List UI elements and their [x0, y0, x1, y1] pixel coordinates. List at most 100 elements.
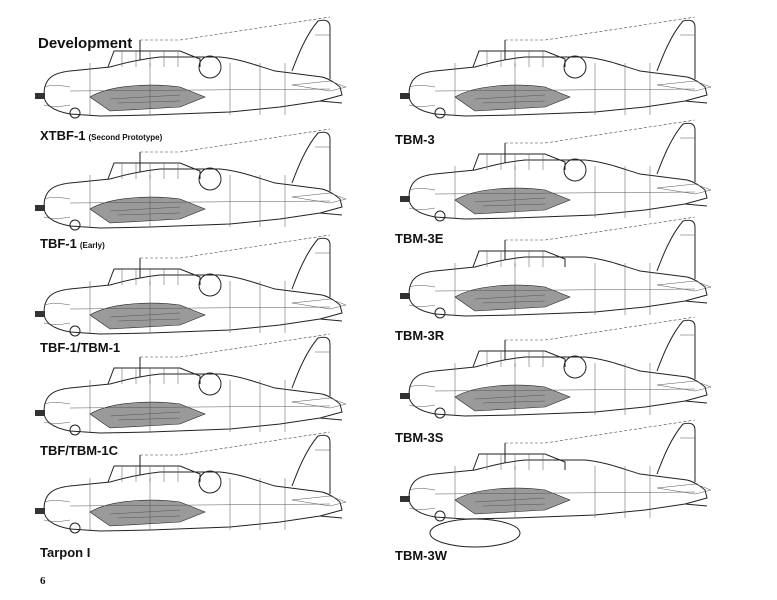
- aircraft-label: TBM-3: [395, 132, 435, 147]
- wing: [89, 499, 206, 527]
- fuselage-outline: [43, 274, 343, 335]
- aircraft-label: XTBF-1(Second Prototype): [40, 128, 162, 143]
- engine-cowling: [43, 500, 71, 522]
- page-number: 6: [40, 575, 46, 587]
- propeller-spinner: [35, 410, 45, 416]
- wing: [454, 187, 571, 215]
- wing-detail: [474, 394, 546, 404]
- wing-detail: [109, 509, 181, 519]
- engine-cowling: [43, 402, 71, 424]
- fuselage-outline: [408, 356, 708, 417]
- vertical-tail: [656, 19, 696, 79]
- radar-radome: [429, 518, 521, 548]
- antenna-wire: [505, 216, 696, 241]
- aircraft-note: (Second Prototype): [88, 133, 163, 142]
- wing-detail: [474, 197, 546, 207]
- aircraft-drawing: [35, 234, 347, 337]
- engine-cowling: [408, 488, 436, 510]
- fuselage-outline: [408, 159, 708, 220]
- horizontal-stabilizer: [291, 80, 347, 92]
- aircraft-name: TBM-3E: [395, 231, 444, 246]
- wing: [454, 384, 571, 412]
- antenna-wire: [505, 16, 696, 41]
- horizontal-stabilizer: [656, 80, 712, 92]
- aircraft-name: XTBF-1: [40, 128, 86, 143]
- aircraft-drawing: [400, 216, 712, 319]
- horizontal-stabilizer: [656, 483, 712, 495]
- fuselage-outline: [43, 56, 343, 117]
- landing-gear-wheel: [69, 107, 81, 119]
- landing-gear-wheel: [69, 325, 81, 337]
- horizontal-stabilizer: [656, 280, 712, 292]
- gun-turret: [198, 167, 222, 191]
- landing-gear-wheel: [434, 510, 446, 522]
- aircraft-label: TBF-1/TBM-1: [40, 340, 123, 355]
- aircraft-label: TBM-3S: [395, 430, 443, 445]
- aircraft-drawing: [35, 431, 347, 534]
- landing-gear-wheel: [69, 522, 81, 534]
- fuselage-stringer: [434, 288, 696, 292]
- aircraft-name: TBF-1/TBM-1: [40, 340, 121, 355]
- tail-hook: [684, 100, 708, 104]
- canopy: [472, 250, 566, 268]
- vertical-tail: [291, 131, 331, 191]
- propeller-spinner: [35, 508, 45, 514]
- aircraft-label: TBM-3R: [395, 328, 444, 343]
- antenna-wire: [140, 431, 331, 456]
- wing-detail: [109, 411, 181, 421]
- aircraft-name: TBF-1: [40, 236, 77, 251]
- vertical-tail: [656, 219, 696, 279]
- vertical-tail: [291, 237, 331, 297]
- canopy: [472, 453, 566, 471]
- aircraft-label: Tarpon I: [40, 545, 93, 560]
- wing: [454, 487, 571, 515]
- engine-cowling: [408, 285, 436, 307]
- vertical-tail: [291, 434, 331, 494]
- gun-turret: [198, 372, 222, 396]
- tail-hook: [319, 515, 343, 519]
- landing-gear-wheel: [434, 307, 446, 319]
- wing-detail: [109, 312, 181, 322]
- fuselage-outline: [408, 56, 708, 117]
- propeller-spinner: [400, 196, 410, 202]
- aircraft-drawing: [35, 16, 347, 119]
- engine-cowling: [408, 85, 436, 107]
- wing-detail: [474, 94, 546, 104]
- wing: [89, 196, 206, 224]
- tail-hook: [319, 417, 343, 421]
- gun-turret: [563, 158, 587, 182]
- wing-detail: [474, 497, 546, 507]
- aircraft-name: Tarpon I: [40, 545, 91, 560]
- engine-cowling: [43, 197, 71, 219]
- gun-turret: [198, 273, 222, 297]
- fuselage-outline: [408, 256, 708, 317]
- fuselage-stringer: [69, 88, 331, 92]
- aircraft-name: TBM-3: [395, 132, 435, 147]
- wing: [89, 84, 206, 112]
- vertical-tail: [291, 336, 331, 396]
- gun-turret: [198, 55, 222, 79]
- aircraft-label: TBF-1(Early): [40, 236, 105, 251]
- horizontal-stabilizer: [291, 192, 347, 204]
- landing-gear-wheel: [69, 424, 81, 436]
- tail-hook: [319, 318, 343, 322]
- landing-gear-wheel: [69, 219, 81, 231]
- fuselage-stringer: [434, 191, 696, 195]
- horizontal-stabilizer: [291, 298, 347, 310]
- landing-gear-wheel: [434, 407, 446, 419]
- gun-turret: [198, 470, 222, 494]
- engine-cowling: [408, 385, 436, 407]
- horizontal-stabilizer: [291, 397, 347, 409]
- antenna-wire: [140, 234, 331, 259]
- fuselage-stringer: [434, 388, 696, 392]
- antenna-wire: [505, 419, 696, 444]
- fuselage-outline: [43, 373, 343, 434]
- engine-cowling: [408, 188, 436, 210]
- fuselage-stringer: [434, 88, 696, 92]
- wing: [454, 284, 571, 312]
- aircraft-name: TBM-3S: [395, 430, 444, 445]
- antenna-wire: [505, 119, 696, 144]
- aircraft-name: TBF/TBM-1C: [40, 443, 118, 458]
- aircraft-drawing: [400, 119, 712, 222]
